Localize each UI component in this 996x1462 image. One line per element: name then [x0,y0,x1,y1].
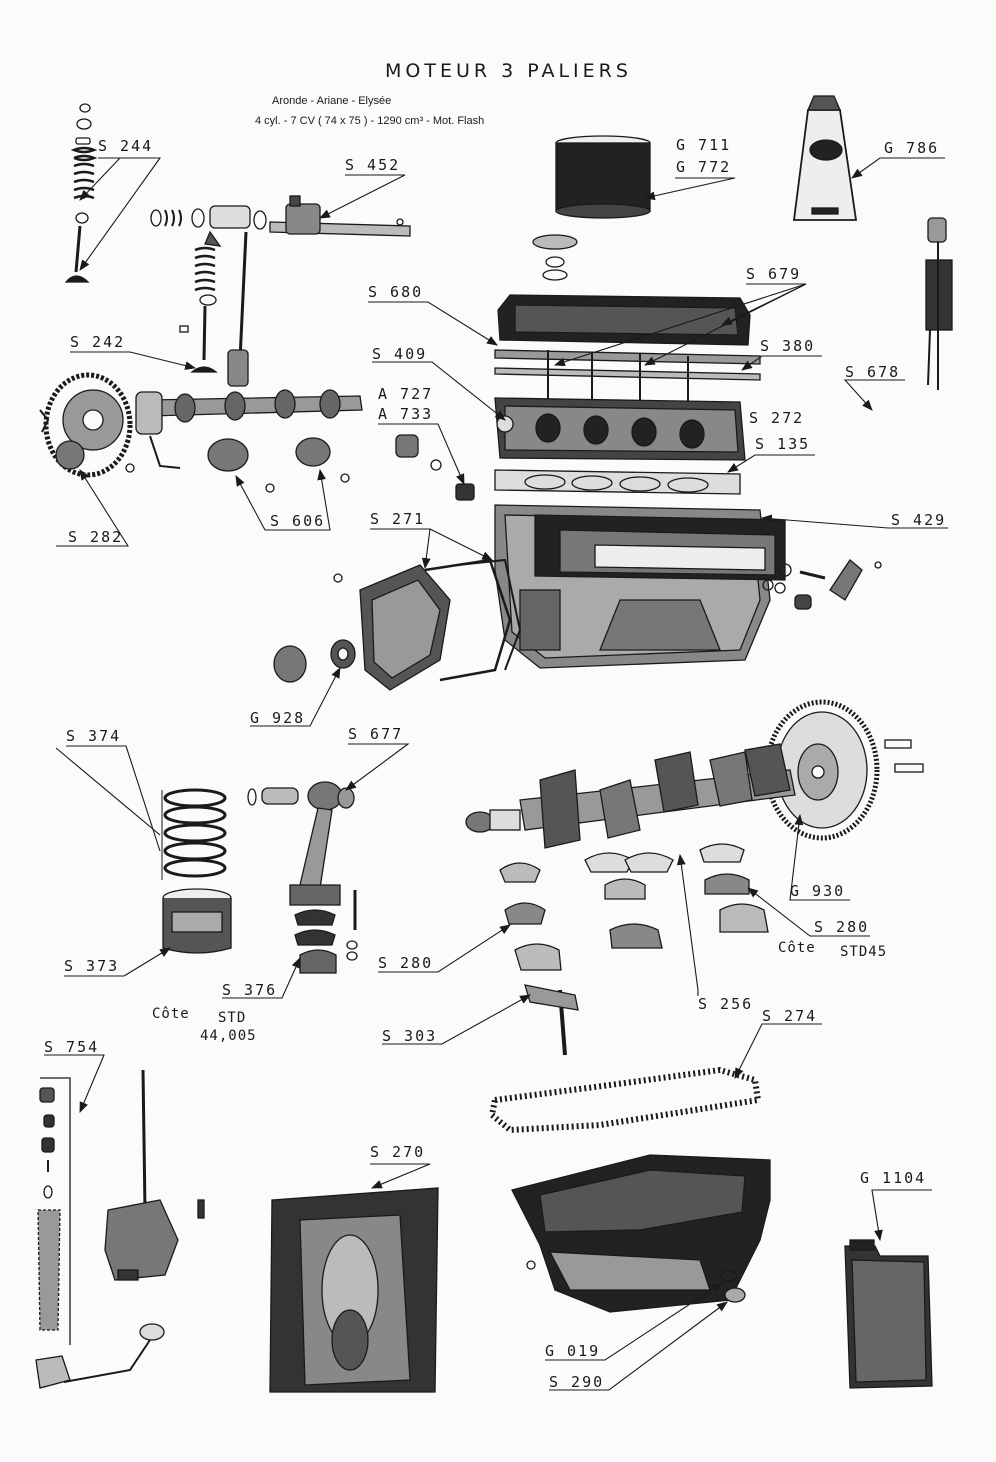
label-s754: S 754 [44,1038,100,1056]
note-cote-right: Côte [778,940,816,956]
label-s452: S 452 [345,156,401,174]
label-g019: G 019 [545,1342,601,1360]
label-s272: S 272 [749,409,805,427]
grease-tube [792,95,858,221]
label-a733: A 733 [378,405,434,423]
label-g711: G 711 [676,136,732,154]
label-s606: S 606 [270,512,326,530]
oil-can [844,1239,933,1389]
oil-pump-parts [35,1069,205,1389]
label-g930: G 930 [790,882,846,900]
valve-spring-stack [64,103,98,283]
label-s677: S 677 [348,725,404,743]
label-s274: S 274 [762,1007,818,1025]
note-std: STD [218,1010,247,1026]
note-std45: STD45 [840,944,888,960]
label-a727: A 727 [378,385,434,403]
label-g772: G 772 [676,158,732,176]
label-s282: S 282 [68,528,124,546]
label-s280-right: S 280 [814,918,870,936]
label-s679: S 679 [746,265,802,283]
block-fittings [762,559,882,610]
label-s429: S 429 [891,511,947,529]
crankshaft [465,743,796,849]
timing-chain-gear [39,372,133,478]
gasket-set [269,1187,439,1393]
label-s303: S 303 [382,1027,438,1045]
label-s244: S 244 [98,137,154,155]
label-s256: S 256 [698,995,754,1013]
label-s135: S 135 [755,435,811,453]
dipstick [925,217,953,390]
label-s290: S 290 [549,1373,605,1391]
camshaft [125,389,363,493]
label-s680: S 680 [368,283,424,301]
label-s280-left: S 280 [378,954,434,972]
label-s271: S 271 [370,510,426,528]
label-s678: S 678 [845,363,901,381]
label-s374: S 374 [66,727,122,745]
rocker-shaft-assembly [150,195,411,361]
cylinder-head [494,397,746,461]
engine-block [494,504,786,669]
note-std-value: 44,005 [200,1028,257,1044]
piston [162,888,232,954]
piston-rings [161,788,227,880]
timing-cover [273,558,522,691]
label-s373: S 373 [64,957,120,975]
main-bearings [499,843,769,1056]
label-s376: S 376 [222,981,278,999]
oil-filter [555,135,651,219]
label-g928: G 928 [250,709,306,727]
label-s270: S 270 [370,1143,426,1161]
tappet-parts [395,434,475,501]
label-s380: S 380 [760,337,816,355]
valve-spring-assembly [179,246,249,387]
rocker-cover [494,234,761,406]
label-g1104: G 1104 [860,1169,927,1187]
label-g786: G 786 [884,139,940,157]
head-gasket [494,469,741,495]
label-s409: S 409 [372,345,428,363]
connecting-rod [247,781,358,974]
page-title: MOTEUR 3 PALIERS [385,60,632,82]
note-cote-left: Côte [152,1006,190,1022]
oil-pan-gasket [488,1066,762,1134]
spec-subtitle: 4 cyl. - 7 CV ( 74 x 75 ) - 1290 cm³ - M… [255,115,485,127]
oil-pan [511,1154,771,1313]
models-subtitle: Aronde - Ariane - Elysée [272,95,392,107]
label-s242: S 242 [70,333,126,351]
leader-lines [44,157,948,1391]
